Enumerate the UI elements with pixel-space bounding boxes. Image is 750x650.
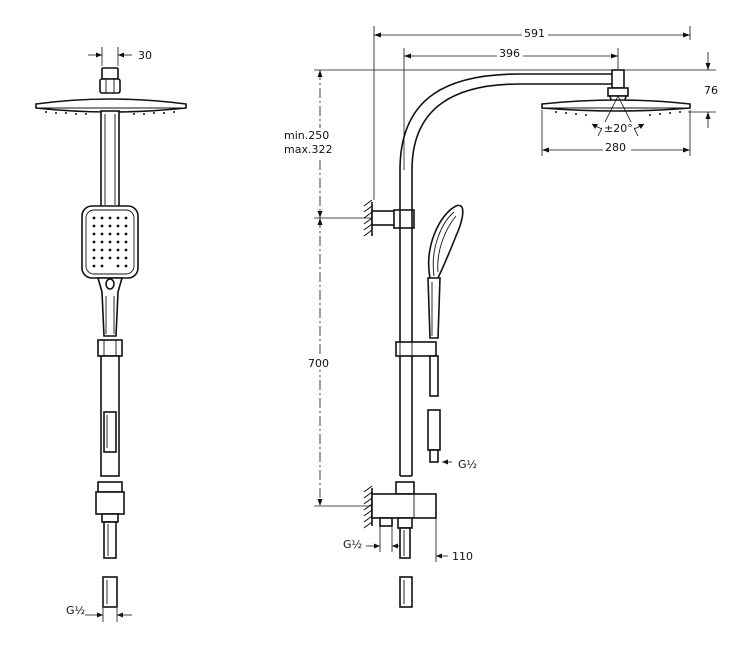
rain-shower-head-front	[35, 98, 187, 115]
curved-arm-outer	[399, 73, 620, 476]
label-max: max.322	[284, 143, 332, 156]
dimension-overall-width: 591	[373, 26, 691, 200]
hand-shower-front	[81, 205, 139, 337]
label-head-diameter: 280	[605, 141, 626, 154]
slider-bracket-front	[97, 339, 123, 357]
label-rail-width: 30	[138, 49, 152, 62]
diverter-front	[95, 491, 125, 515]
label-thread-front: G½	[66, 604, 85, 617]
head-connector	[101, 67, 119, 80]
label-min: min.250	[284, 129, 329, 142]
dimension-min-max: min.250 max.322	[282, 70, 338, 218]
dimension-thread-inlet: G½	[343, 526, 400, 552]
curved-arm-inner	[411, 83, 616, 476]
upper-rail-front	[100, 110, 120, 215]
label-thread-inlet: G½	[343, 538, 362, 551]
inlet-pipe-side	[399, 527, 411, 559]
wall-mount-lower	[363, 485, 373, 529]
front-view: 30	[35, 47, 187, 622]
dimension-bar-length: 700	[306, 217, 372, 507]
dimension-head-height: 76	[688, 52, 718, 128]
label-wall-offset: 110	[452, 550, 473, 563]
hose-cone-side	[427, 409, 441, 451]
inlet-connector-side	[399, 576, 413, 608]
dimension-wall-offset: 110	[435, 518, 473, 563]
inlet-connector-front	[102, 576, 118, 608]
label-overall-width: 591	[524, 27, 545, 40]
hose-side	[429, 355, 439, 397]
dimension-head-diameter: 280	[541, 110, 691, 156]
hand-shower-nozzles	[92, 216, 128, 268]
dimension-rail-width: 30	[88, 47, 152, 66]
hand-shower-side	[427, 204, 464, 339]
rail-clamp-upper	[393, 209, 415, 229]
label-bar-length: 700	[308, 357, 329, 370]
label-thread-hose: G½	[458, 458, 477, 471]
inlet-pipe-front	[103, 521, 117, 559]
label-tilt: ±20°	[604, 122, 633, 135]
tilt-angle-indicator: ±20°	[591, 95, 645, 137]
dimension-thread-front: G½	[66, 604, 132, 622]
label-arm-reach: 396	[499, 47, 520, 60]
side-view: 591 396 min.250 max.322	[282, 26, 718, 608]
diverter-side	[371, 493, 437, 519]
slider-bracket-side	[395, 341, 437, 357]
nozzle-dots-front	[45, 111, 175, 115]
dimension-arm-reach: 396	[403, 47, 619, 170]
hose-cone-front	[103, 411, 117, 453]
rain-shower-head-side	[541, 69, 691, 116]
label-head-height: 76	[704, 84, 718, 97]
dimension-thread-hose: G½	[442, 458, 477, 471]
